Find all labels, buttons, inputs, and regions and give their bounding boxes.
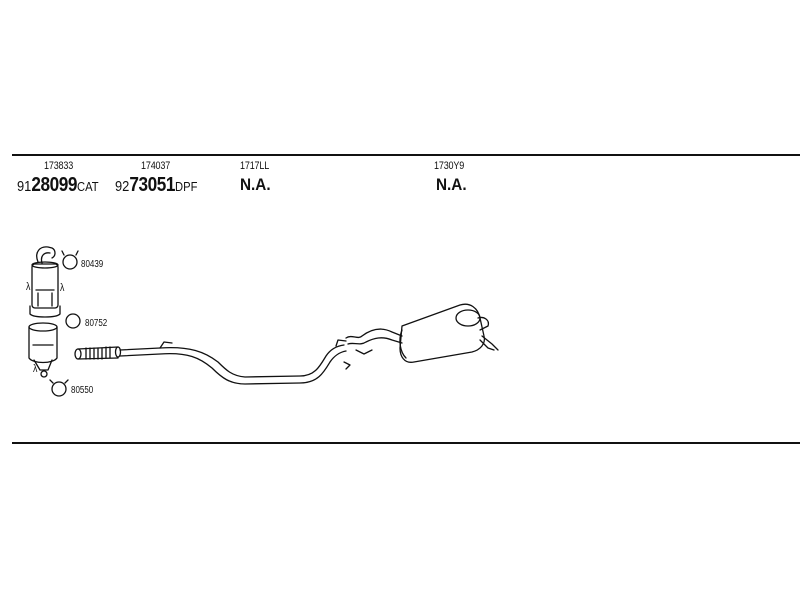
part-number-1: 9128099CAT — [17, 174, 99, 197]
part-main-1: 28099 — [31, 174, 78, 196]
part-suffix-2: DPF — [175, 179, 198, 194]
bottom-rule — [12, 442, 800, 444]
particulate-filter — [28, 322, 58, 378]
part-code-2: 174037 — [141, 160, 171, 172]
clamp-80550-icon — [49, 379, 69, 397]
front-pipe — [74, 339, 351, 385]
part-prefix-1: 91 — [17, 178, 32, 195]
lambda-sensor-label-1: λ — [26, 281, 31, 293]
part-number-2: 9273051DPF — [115, 174, 197, 197]
fitting-label-3: 80550 — [71, 385, 94, 396]
catalytic-converter — [29, 246, 61, 318]
lambda-sensor-label-3: λ — [33, 363, 38, 375]
part-main-2: 73051 — [129, 174, 176, 196]
top-rule — [12, 154, 800, 156]
clamp-80439-icon — [61, 250, 79, 270]
fitting-label-1: 80439 — [81, 259, 104, 270]
part-code-1: 173833 — [44, 160, 74, 172]
part-code-4: 1730Y9 — [434, 160, 465, 172]
part-prefix-2: 92 — [115, 178, 130, 195]
fitting-label-2: 80752 — [85, 318, 108, 329]
lambda-sensor-label-2: λ — [60, 282, 65, 294]
availability-3: N.A. — [240, 175, 271, 194]
clamp-80752-icon — [65, 313, 81, 329]
part-code-3: 1717LL — [240, 160, 270, 172]
part-suffix-1: CAT — [77, 179, 99, 194]
availability-4: N.A. — [436, 175, 467, 194]
rear-muffler — [399, 303, 499, 363]
rear-pipe — [345, 328, 403, 355]
